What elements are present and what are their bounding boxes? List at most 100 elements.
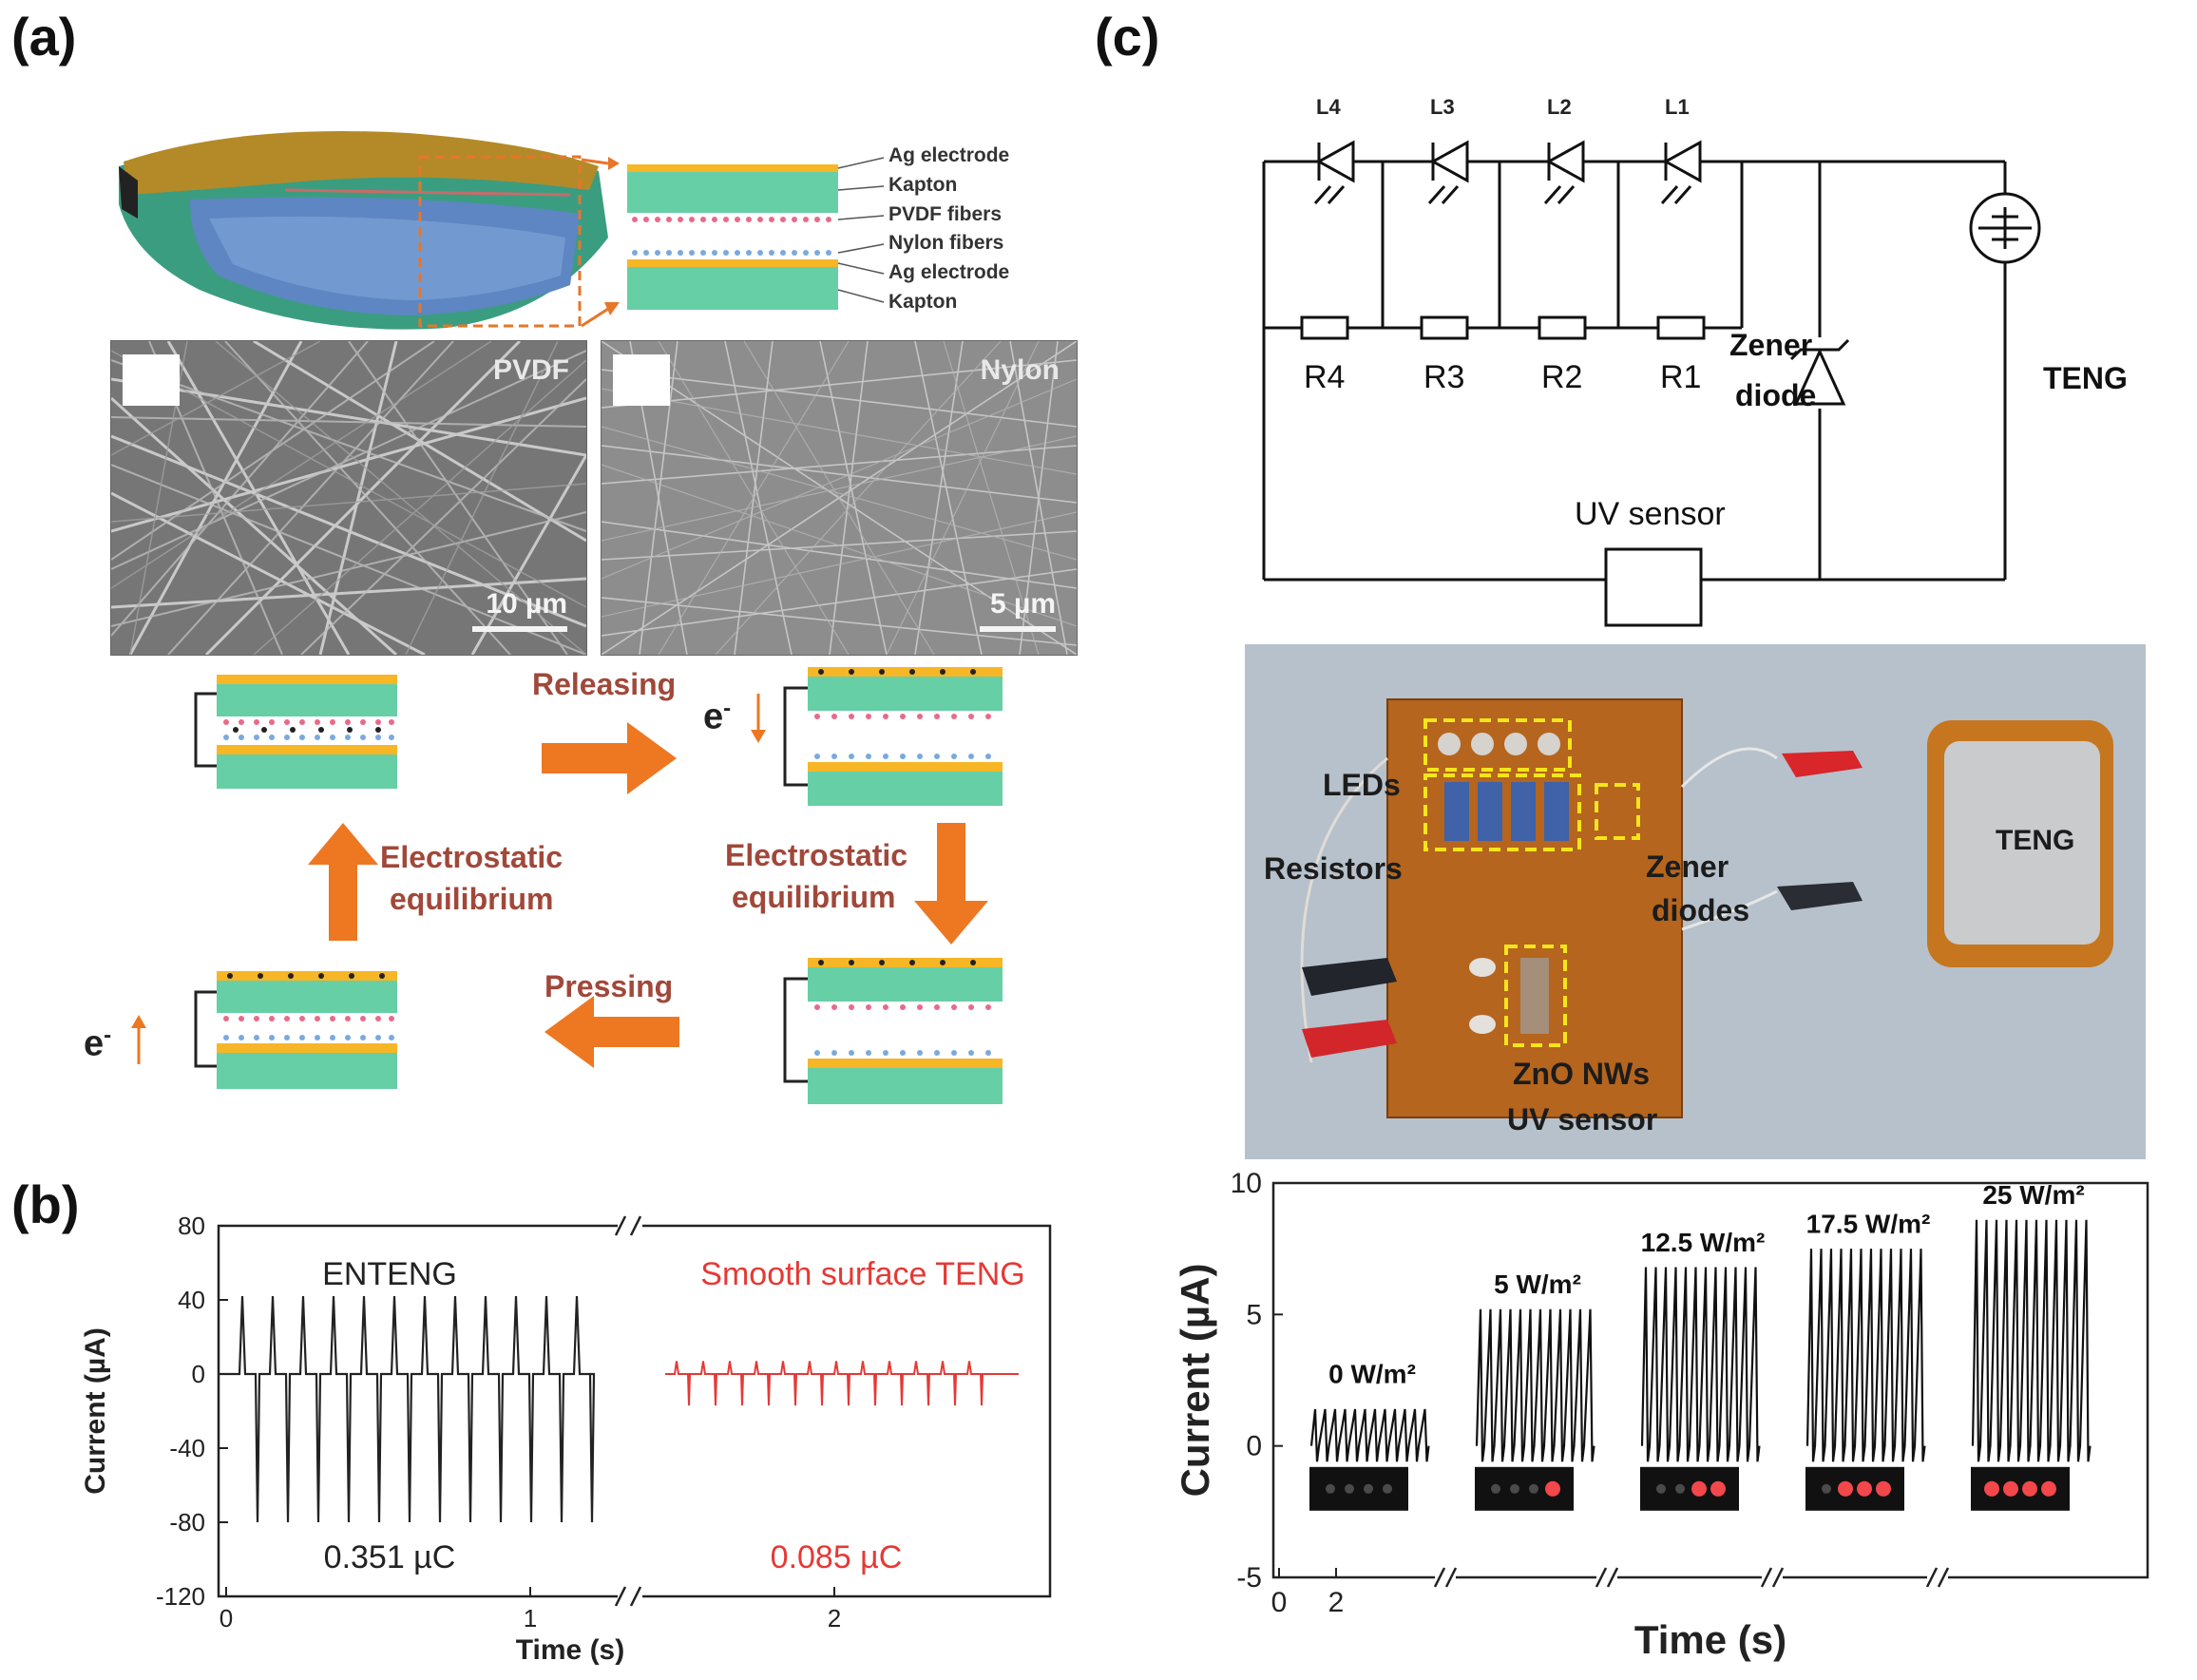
label-electrostatic-left: Electrostatic bbox=[380, 840, 564, 874]
sem-label-pvdf: PVDF bbox=[492, 354, 569, 386]
layer-label-ag-electrode-top: Ag electrode bbox=[888, 144, 1010, 166]
series-label-smooth: Smooth surface TENG bbox=[700, 1256, 1024, 1292]
axis-break-mark bbox=[1925, 1567, 1939, 1588]
y-axis-label: Current (µA) bbox=[80, 1327, 111, 1495]
led-dot bbox=[1857, 1480, 1872, 1497]
axis-break-gap bbox=[1927, 1570, 1948, 1585]
photo-label-zener-2: diodes bbox=[1652, 893, 1750, 927]
led-dot bbox=[1984, 1480, 1999, 1497]
nylon-fiber-dots bbox=[632, 250, 831, 256]
y-tick-label: 80 bbox=[178, 1212, 205, 1240]
photo-label-teng: TENG bbox=[1996, 825, 2075, 856]
zener-label-line2: diode bbox=[1735, 378, 1817, 412]
axis-break-mark bbox=[1760, 1567, 1773, 1588]
x-axis-label: Time (s) bbox=[516, 1634, 624, 1666]
led-dot bbox=[1876, 1480, 1891, 1497]
circuit-wires bbox=[1262, 160, 2007, 582]
led-dot bbox=[1656, 1483, 1666, 1494]
process-arrows bbox=[308, 722, 988, 1068]
zener-diode-symbol bbox=[1789, 338, 1850, 406]
layer-label-nylon-fibers: Nylon fibers bbox=[888, 232, 1004, 254]
teng-symbol bbox=[1969, 192, 2041, 264]
circuit-schematic bbox=[1262, 140, 2041, 627]
axis-break-mark bbox=[629, 1586, 642, 1607]
y-axis-label: Current (µA) bbox=[1173, 1264, 1217, 1498]
led-dot bbox=[2022, 1480, 2037, 1497]
pcb-board bbox=[1387, 699, 1682, 1117]
led-label-l3: L3 bbox=[1430, 95, 1455, 119]
electron-label-right: e- bbox=[703, 696, 731, 738]
sem-label-placeholder-nylon bbox=[613, 354, 670, 406]
led-dot bbox=[2003, 1480, 2018, 1497]
y-tick-label: 5 bbox=[1246, 1299, 1262, 1330]
y-tick-label: 0 bbox=[1246, 1431, 1262, 1462]
led-dot bbox=[1838, 1480, 1853, 1497]
zoom-arrows bbox=[581, 157, 620, 328]
layer-stack-diagram bbox=[627, 157, 885, 310]
x-tick-label: 0 bbox=[1271, 1587, 1288, 1618]
axis-break-mark bbox=[614, 1215, 627, 1236]
led-inset bbox=[1309, 1466, 1408, 1511]
axis-break-mark bbox=[614, 1586, 627, 1607]
led-symbols bbox=[1313, 140, 1702, 204]
intensity-label: 12.5 W/m² bbox=[1641, 1228, 1766, 1257]
intensity-trace bbox=[1805, 1249, 1926, 1462]
photo-label-leds: LEDs bbox=[1323, 768, 1401, 802]
intensity-trace bbox=[1971, 1219, 2092, 1462]
clip-red-right bbox=[1782, 751, 1863, 777]
led-dot bbox=[1345, 1483, 1354, 1494]
scale-bar-pvdf bbox=[472, 626, 567, 632]
resistor-label-r1: R1 bbox=[1660, 359, 1702, 395]
electron-symbol-left: e bbox=[84, 1023, 105, 1064]
axis-break-gap bbox=[1435, 1570, 1456, 1585]
mechanism-diagram bbox=[131, 667, 1003, 1104]
layer-label-kapton-top: Kapton bbox=[888, 174, 958, 196]
clip-black-left bbox=[1302, 958, 1397, 996]
axis-break-gap-top bbox=[618, 1218, 642, 1233]
layer-label-pvdf-fibers: PVDF fibers bbox=[888, 203, 1003, 225]
label-electrostatic-right: Electrostatic bbox=[725, 838, 908, 872]
led-label-l1: L1 bbox=[1665, 95, 1690, 119]
photo-label-zno: ZnO NWs bbox=[1513, 1057, 1650, 1091]
led-dot bbox=[1545, 1480, 1560, 1497]
uv-sensor-box bbox=[1604, 547, 1703, 627]
series-enteng-trace bbox=[219, 1296, 596, 1523]
intensity-label: 25 W/m² bbox=[1982, 1180, 2084, 1210]
photo-label-zener-1: Zener bbox=[1646, 850, 1729, 884]
intensity-trace bbox=[1640, 1267, 1761, 1462]
led-dot bbox=[1675, 1483, 1685, 1494]
x-tick-label: 2 bbox=[828, 1604, 841, 1632]
led-dot bbox=[2041, 1480, 2056, 1497]
y-tick-label: -5 bbox=[1236, 1562, 1262, 1594]
y-tick-label: -80 bbox=[169, 1508, 205, 1537]
resistor-label-r3: R3 bbox=[1423, 359, 1465, 395]
intensity-label: 17.5 W/m² bbox=[1806, 1210, 1931, 1239]
y-tick-label: 40 bbox=[178, 1286, 205, 1314]
intensity-label: 0 W/m² bbox=[1328, 1359, 1416, 1388]
led-dot bbox=[1510, 1483, 1519, 1494]
teng-label: TENG bbox=[2043, 361, 2128, 395]
panel-a-graphics bbox=[119, 131, 885, 330]
intensity-trace bbox=[1309, 1408, 1430, 1462]
led-dot bbox=[1529, 1483, 1538, 1494]
led-dot bbox=[1383, 1483, 1392, 1494]
pvdf-fiber-texture bbox=[111, 341, 586, 655]
resistor-label-r2: R2 bbox=[1541, 359, 1583, 395]
electron-charge-left: - bbox=[104, 1022, 112, 1048]
panel-label-b: (b) bbox=[11, 1174, 80, 1234]
resistor-label-r4: R4 bbox=[1304, 359, 1346, 395]
electron-flow-arrows bbox=[131, 694, 766, 1064]
y-tick-label: -120 bbox=[156, 1582, 205, 1611]
led-label-l2: L2 bbox=[1547, 95, 1572, 119]
label-pressing: Pressing bbox=[544, 969, 674, 1003]
electron-label-left: e- bbox=[84, 1022, 111, 1065]
label-releasing: Releasing bbox=[532, 667, 677, 701]
scale-bar-nylon bbox=[980, 626, 1056, 632]
clip-black-right bbox=[1777, 882, 1863, 910]
series-label-enteng: ENTENG bbox=[322, 1256, 457, 1292]
x-tick-label: 2 bbox=[1328, 1587, 1345, 1618]
panel-label-c: (c) bbox=[1095, 7, 1160, 67]
clip-red-left bbox=[1302, 1020, 1397, 1058]
axis-break-gap bbox=[1596, 1570, 1617, 1585]
